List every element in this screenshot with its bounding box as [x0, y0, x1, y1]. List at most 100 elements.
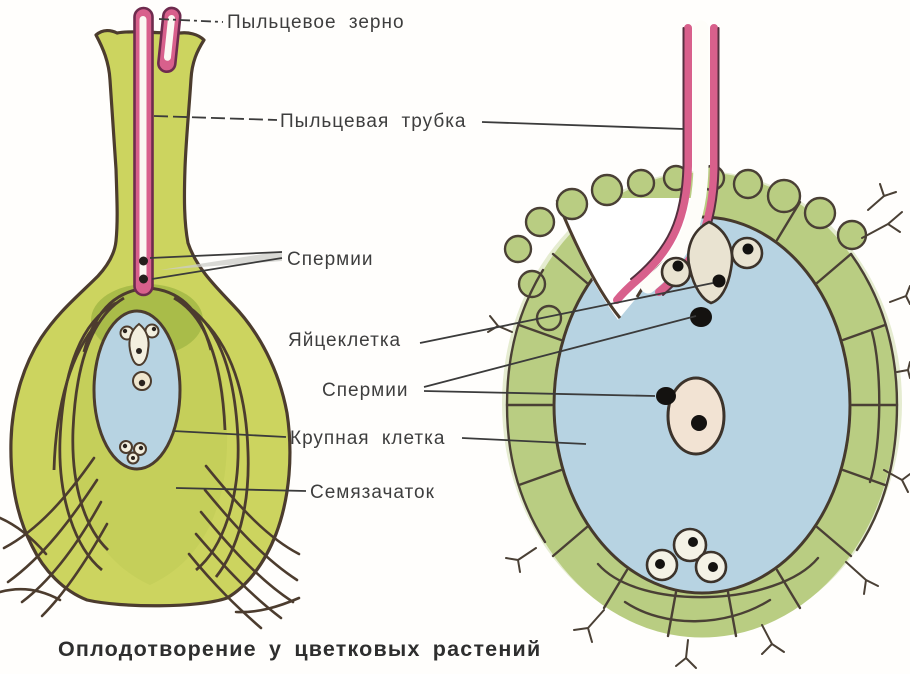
twig [861, 211, 903, 239]
pistil-diagram [0, 6, 301, 630]
nucleus-dot [122, 328, 128, 334]
cell-boundaries [505, 200, 899, 638]
leader-large-cell-right [461, 437, 587, 445]
wall-cell [836, 219, 868, 251]
wall-cell [732, 168, 764, 200]
twig [867, 183, 897, 211]
nucleus-dot [742, 243, 754, 255]
cell-wall-line [666, 590, 678, 638]
ring-outer-arc [596, 556, 820, 599]
leader-pollen-tube-right [481, 121, 685, 130]
twig [761, 624, 785, 655]
cell-wall-line [602, 568, 629, 610]
leader-pollen-tube-left [153, 115, 278, 121]
base-fibres [0, 456, 301, 630]
leader-lines [149, 18, 714, 492]
labels: Пыльцевое зерно Пыльцевая трубка Спермии… [58, 12, 541, 661]
nucleus-dot [138, 379, 146, 387]
nucleus-dot [655, 559, 665, 569]
twig [845, 561, 879, 595]
twig [883, 469, 910, 493]
leader-sperm-upper-1 [149, 251, 283, 259]
wall-cell [626, 168, 656, 198]
pollen-tube-long [133, 6, 154, 297]
twig [573, 609, 605, 643]
cell-nuclei-dots [122, 326, 157, 460]
nucleus-dot [151, 326, 157, 332]
label-egg-cell: Яйцеклетка [288, 330, 401, 351]
integument-arc [173, 296, 227, 431]
pollen-tube-short-core [163, 14, 176, 61]
fibre-line [199, 510, 295, 604]
ovule-diagram [487, 20, 910, 669]
nucleus-dot [122, 443, 128, 449]
figure-caption: Оплодотворение у цветковых растений [58, 637, 541, 661]
wall-cell [524, 206, 556, 238]
pollen-tube-edge [630, 27, 685, 280]
pollen-tube-long-core [139, 16, 147, 282]
nucleus-dot [691, 415, 707, 431]
nucleus-dot [712, 274, 726, 288]
outer-twigs [487, 183, 910, 669]
nucleus-dot [131, 456, 135, 460]
cell-wall-line [815, 252, 853, 285]
label-sperm-lower: Спермии [322, 380, 408, 401]
leader-sperm-lower-1 [423, 315, 697, 388]
label-sperm-upper: Спермии [287, 249, 373, 270]
leader-sperm-lower-2 [423, 390, 656, 397]
wall-cell [535, 304, 563, 332]
pollen-tube-stripe [613, 24, 692, 304]
fibre-line [2, 456, 96, 550]
ring-outer-arc [849, 252, 899, 552]
sperm-leader-wedge [160, 251, 282, 270]
micropyle-channel [556, 198, 700, 320]
nucleus-dot [136, 348, 142, 354]
fibre-line [204, 464, 301, 556]
pollen-tube-core [640, 20, 709, 294]
fibre-line [40, 522, 109, 618]
ring-layer-arc [623, 598, 772, 623]
sperm-dot-right-1 [690, 307, 712, 327]
ring-outer-arc [505, 268, 547, 544]
ring-layer-arc [868, 330, 881, 484]
leader-sperm-upper-2 [151, 257, 283, 280]
fibre-line [194, 532, 283, 620]
fibre-line [0, 587, 62, 602]
label-large-cell: Крупная клетка [290, 428, 445, 449]
fibre-line [0, 516, 48, 556]
leader-ovule [175, 487, 307, 492]
fibre-line [203, 488, 299, 582]
nucleus-dot [708, 562, 718, 572]
embryo-sac-left [92, 309, 182, 471]
nucleus-dot [672, 260, 684, 272]
cell-wall-line [517, 468, 563, 487]
wall-cell [555, 187, 589, 221]
sperm-dot-left-1 [139, 256, 148, 266]
cell-wall-line [775, 568, 802, 610]
cell-wall-line [775, 200, 802, 242]
label-pollen-tube: Пыльцевая трубка [280, 111, 467, 132]
cell-wall-line [551, 252, 589, 285]
central-cell-right [656, 376, 726, 456]
fibre-line [20, 500, 103, 604]
cell-wall-line [815, 525, 853, 558]
twig [505, 547, 537, 573]
fibre-line [6, 478, 99, 584]
wall-cell [766, 178, 802, 214]
leader-large-cell-left [172, 430, 287, 438]
egg-cell-shape [128, 322, 150, 367]
cell-wall-line [841, 323, 887, 342]
fibre-line [234, 596, 301, 614]
cell-wall-line [726, 590, 738, 638]
twig [675, 639, 697, 669]
cell-wall-line [841, 468, 887, 487]
wall-cell [803, 196, 837, 230]
wall-cell [503, 234, 533, 264]
integument-arc [58, 301, 117, 572]
antipodal-dots [655, 537, 718, 572]
sperm-dot-right-2 [656, 387, 676, 405]
nucleus-dot [138, 445, 144, 451]
pollen-tube-short [157, 6, 182, 74]
